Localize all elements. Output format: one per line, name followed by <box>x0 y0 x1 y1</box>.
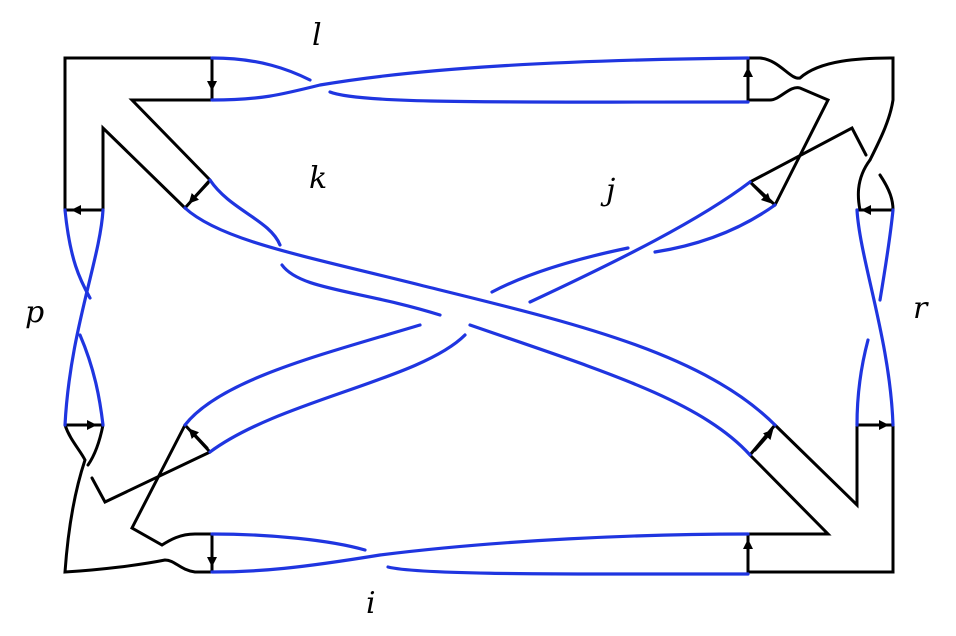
strand-right-a <box>878 208 895 302</box>
frame-top-right-outer <box>746 56 895 162</box>
label-p: p <box>25 295 44 330</box>
frame-bottom-left-outer <box>63 423 214 574</box>
arrow-tr-diagonal <box>751 183 772 204</box>
frame-bottom-right-band-edge <box>773 423 859 509</box>
frame-top-right-inner <box>746 86 831 207</box>
strand-left-b <box>63 208 105 427</box>
strand-k-lower-b <box>280 263 442 317</box>
strand-k-lower-c <box>468 323 752 457</box>
strand-j-lower-a <box>183 323 422 427</box>
strand-top-under-a <box>210 56 312 82</box>
strand-k-upper <box>183 206 777 427</box>
label-i: i <box>366 586 376 621</box>
label-k: k <box>309 161 327 196</box>
strand-j-upper-a <box>528 180 752 304</box>
frame-bottom-right-outer <box>746 423 895 574</box>
strand-j-upper-b <box>653 203 777 254</box>
black-frame <box>63 56 895 574</box>
strand-j-lower-b <box>208 333 467 454</box>
frame-left-lower-bulge <box>86 423 105 467</box>
label-l: l <box>312 18 322 53</box>
frame-bottom-left-inner <box>130 423 214 547</box>
frame-bottom-left-band-edge <box>90 450 212 504</box>
label-r: r <box>913 291 929 326</box>
strand-bottom-under-a <box>210 532 367 552</box>
labels: l k j p r i <box>25 18 929 621</box>
frame-bottom-right-inner <box>746 453 832 536</box>
label-j: j <box>600 173 615 208</box>
arrow-tl-diagonal <box>188 181 210 204</box>
frame-top-left-outer <box>63 56 214 212</box>
strand-top-under-b <box>328 90 750 104</box>
frame-top-left-band-edge <box>101 124 187 212</box>
strand-bottom-under-b <box>386 565 750 576</box>
frame-right-upper-bulge <box>856 158 895 212</box>
strand-left-c <box>78 333 105 427</box>
arrow-bl-diagonal <box>188 428 209 450</box>
arrow-br-diagonal <box>753 429 774 452</box>
strand-right-b <box>855 208 895 427</box>
strand-bottom-over <box>210 532 750 574</box>
strand-j-mid-a <box>490 246 630 294</box>
orientation-arrows <box>66 60 892 570</box>
strand-top-over <box>210 56 750 102</box>
strand-left-a <box>63 208 92 300</box>
frame-top-left-inner <box>128 98 214 182</box>
strand-k-lower-a <box>208 178 282 247</box>
blue-strands <box>63 56 895 576</box>
strand-right-c <box>855 338 870 427</box>
frame-top-right-band-edge <box>748 125 868 184</box>
